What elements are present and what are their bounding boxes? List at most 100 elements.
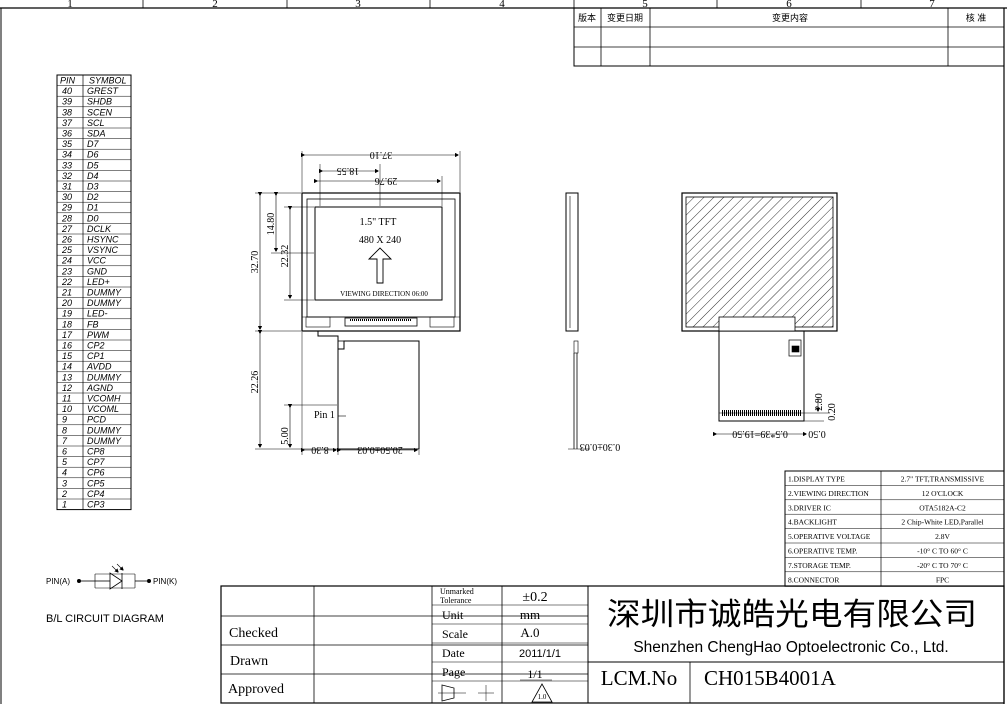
label-checked: Checked <box>229 626 278 641</box>
pin-symbol: CP8 <box>87 447 105 457</box>
label-unit: Unit <box>442 608 464 622</box>
pin-number: 13 <box>62 372 72 382</box>
pin-symbol: DUMMY <box>87 298 122 308</box>
dim-fpc-end: 5.00 <box>280 427 291 445</box>
grid-number: 6 <box>786 0 792 10</box>
pin-symbol: LED- <box>87 309 108 319</box>
pin-number: 2 <box>61 489 67 499</box>
lcm-label: LCM.No <box>601 666 677 690</box>
pin-number: 22 <box>61 277 72 287</box>
pin-symbol: LED+ <box>87 277 110 287</box>
pin-symbol: AGND <box>86 383 114 393</box>
spec-label: 3.DRIVER IC <box>788 503 831 512</box>
pin-symbol: CP6 <box>87 468 105 478</box>
pin-number: 31 <box>62 182 72 192</box>
dim-pitch-small: 0.50 <box>808 428 826 439</box>
led-icon <box>109 572 123 590</box>
panel-size-label: 1.5" TFT <box>360 217 397 228</box>
pin-symbol: D5 <box>87 160 99 170</box>
viewing-direction-label: VIEWING DIRECTION 06:00 <box>340 290 428 298</box>
value-scale: A.0 <box>520 625 539 640</box>
pin-symbol: D1 <box>87 203 99 213</box>
pin-number: 27 <box>61 224 73 234</box>
dim-aa-top: 14.80 <box>266 213 277 236</box>
grid-numbers: 1 2 3 4 5 6 7 <box>67 0 935 10</box>
value-date: 2011/1/1 <box>519 648 561 660</box>
label-page: Page <box>442 665 465 679</box>
grid-number: 7 <box>929 0 935 10</box>
back-view: 2.80 0.20 0.5*39=19.50 0.50 <box>681 192 838 439</box>
pin-symbol: D6 <box>87 150 99 160</box>
pin-number: 33 <box>62 160 72 170</box>
pin-number: 9 <box>62 415 67 425</box>
pin-symbol: VSYNC <box>87 245 119 255</box>
pin-table-header-symbol: SYMBOL <box>89 76 127 86</box>
company-name-cn: 深圳市诚皓光电有限公司 <box>607 597 977 632</box>
pin-symbol: D4 <box>87 171 99 181</box>
pin-symbol: FB <box>87 319 99 329</box>
spec-label: 2.VIEWING DIRECTION <box>788 489 869 498</box>
dim-pitch: 0.5*39=19.50 <box>732 428 788 439</box>
pin-symbol: DCLK <box>87 224 112 234</box>
pin-number: 39 <box>62 97 72 107</box>
pin-symbol: D3 <box>87 182 99 192</box>
label-approved: Approved <box>228 682 284 697</box>
spec-value: 12 O'CLOCK <box>922 489 964 498</box>
pin1-label: Pin 1 <box>314 410 335 421</box>
pin-symbol: CP5 <box>87 478 106 488</box>
pin-number: 10 <box>62 404 72 414</box>
spec-value: -10° C TO 60° C <box>917 547 968 556</box>
pin-symbol: CP3 <box>87 500 105 510</box>
spec-label: 8.CONNECTOR <box>788 575 839 584</box>
pin-symbol: GREST <box>87 86 120 96</box>
pin-symbol: HSYNC <box>87 235 119 245</box>
value-tolerance: ±0.2 <box>522 590 547 605</box>
dim-thickness: 0.30±0.03 <box>580 441 621 452</box>
pin-symbol: PCD <box>87 415 107 425</box>
value-page: 1/1 <box>527 667 542 681</box>
grid-number: 1 <box>67 0 73 10</box>
spec-label: 6.OPERATIVE TEMP. <box>788 547 857 556</box>
pin-number: 3 <box>62 478 67 488</box>
dim-outline-height: 32.70 <box>250 251 261 274</box>
revision-triangle-icon: 1.0 <box>531 683 553 703</box>
pin-symbol: VCOMH <box>87 394 121 404</box>
pin-symbol: PWM <box>87 330 109 340</box>
spec-value: -20° C TO 70° C <box>917 561 968 570</box>
dim-tail-length: 2.80 <box>814 393 825 411</box>
circuit-pin-a: PIN(A) <box>46 577 70 586</box>
revision-header-approval: 核 准 <box>966 12 987 23</box>
pin-number: 40 <box>62 86 72 96</box>
projection-symbol-icon <box>438 684 494 702</box>
dim-tail-gap: 0.20 <box>827 403 838 421</box>
pin-number: 21 <box>61 288 72 298</box>
panel-resolution-label: 480 X 240 <box>359 235 401 246</box>
pin-number: 32 <box>62 171 72 181</box>
spec-label: 1.DISPLAY TYPE <box>788 475 845 484</box>
front-view: 1.5" TFT 480 X 240 VIEWING DIRECTION 06:… <box>250 149 461 455</box>
value-unit: mm <box>520 607 540 622</box>
revision-mark: 1.0 <box>538 693 547 701</box>
pin-number: 29 <box>61 203 72 213</box>
spec-value: 2 Chip-White LED,Parallel <box>901 518 983 527</box>
pin-number: 28 <box>61 213 72 223</box>
pin-number: 5 <box>62 457 68 467</box>
revision-header-content: 变更内容 <box>772 12 808 23</box>
pin-symbol: CP7 <box>87 457 106 467</box>
label-scale: Scale <box>442 627 468 641</box>
grid-number: 2 <box>212 0 218 10</box>
backlight-hatch <box>685 196 834 328</box>
pin-symbol: CP4 <box>87 489 105 499</box>
pin-number: 6 <box>62 447 67 457</box>
circuit-pin-k: PIN(K) <box>153 577 177 586</box>
pin-number: 20 <box>61 298 72 308</box>
pin-symbol: DUMMY <box>87 425 122 435</box>
pin-symbol: CP1 <box>87 351 105 361</box>
pin-symbol: D7 <box>87 139 99 149</box>
dim-vis-width: 29.76 <box>375 175 398 186</box>
pin-symbol: SCL <box>87 118 105 128</box>
pin-number: 38 <box>62 107 72 117</box>
